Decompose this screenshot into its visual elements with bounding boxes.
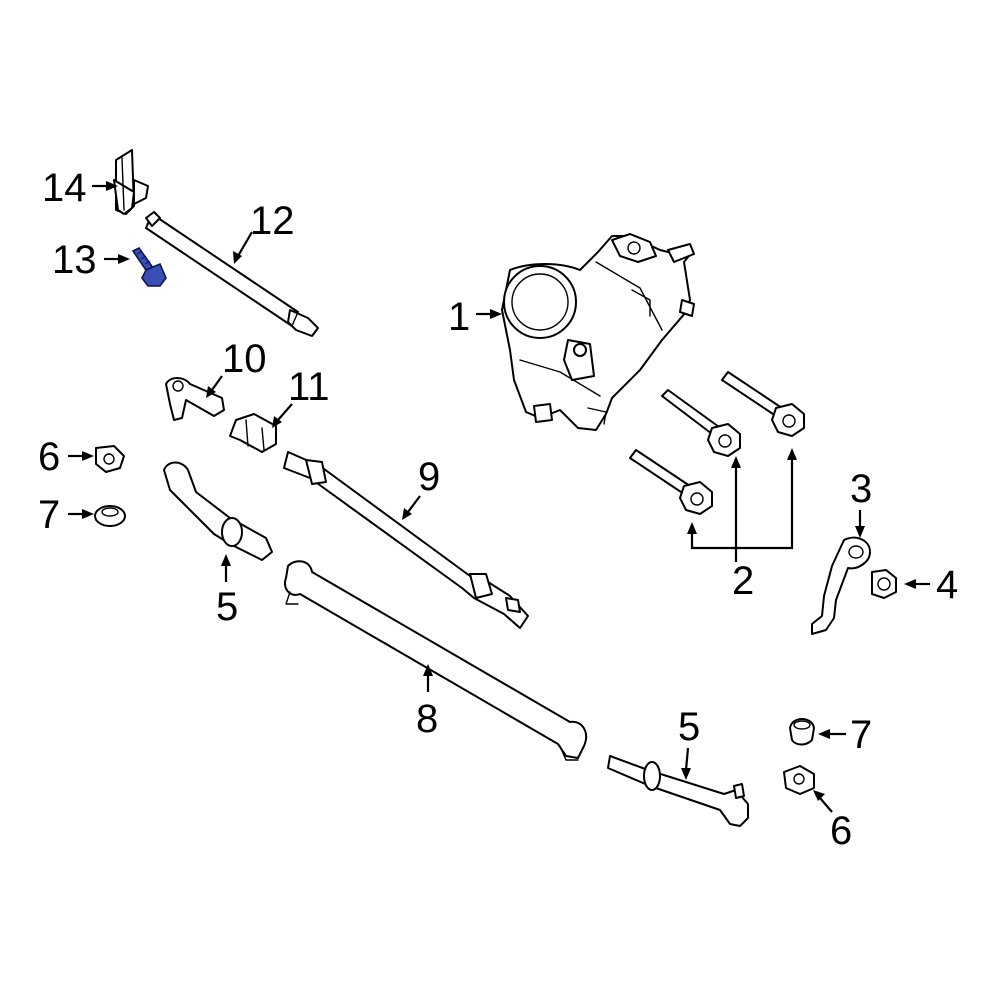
part-5-tie-rod-end-left[interactable] [163, 461, 273, 561]
part-8-drag-link[interactable] [284, 560, 588, 761]
part-6-nut-right[interactable] [783, 765, 815, 795]
callout-7-left: 7 [38, 493, 60, 537]
callout-5-left: 5 [216, 585, 238, 629]
callout-4: 4 [936, 563, 958, 607]
callout-3: 3 [850, 467, 872, 511]
callout-10: 10 [222, 337, 267, 381]
callout-6-right: 6 [830, 809, 852, 853]
part-4-nut[interactable] [871, 569, 897, 599]
part-7-bushing-right[interactable] [789, 718, 815, 746]
part-2-bolt-c[interactable] [629, 449, 713, 515]
part-12-rod[interactable] [145, 211, 319, 337]
callout-7-right: 7 [850, 713, 872, 757]
callout-labels: 14 13 12 1 10 11 6 7 9 5 2 3 4 8 5 7 6 [38, 166, 958, 853]
part-11-clamp[interactable] [229, 413, 277, 453]
callout-1: 1 [448, 295, 470, 339]
part-2-bolt-b[interactable] [721, 371, 805, 437]
part-2-bolt-a[interactable] [661, 389, 741, 457]
callout-5-right: 5 [678, 705, 700, 749]
callout-8: 8 [416, 697, 438, 741]
part-7-bushing-left[interactable] [94, 505, 126, 527]
callout-6-left: 6 [38, 435, 60, 479]
callout-13: 13 [52, 238, 97, 282]
callout-2: 2 [732, 559, 754, 603]
part-3-pitman-arm[interactable] [811, 536, 871, 635]
part-13-bolt[interactable] [131, 246, 167, 287]
leader-lines [68, 181, 930, 813]
part-1-steering-gear[interactable] [501, 233, 695, 431]
part-9-tie-rod[interactable] [283, 451, 529, 629]
part-5-tie-rod-end-right[interactable] [607, 755, 749, 827]
part-10-tie-rod-end[interactable] [165, 377, 225, 421]
part-14-bracket[interactable] [113, 149, 149, 215]
callout-14: 14 [42, 166, 87, 210]
callout-11: 11 [288, 365, 330, 409]
callout-9: 9 [418, 455, 440, 499]
part-6-nut-left[interactable] [95, 445, 125, 473]
callout-12: 12 [250, 199, 295, 243]
